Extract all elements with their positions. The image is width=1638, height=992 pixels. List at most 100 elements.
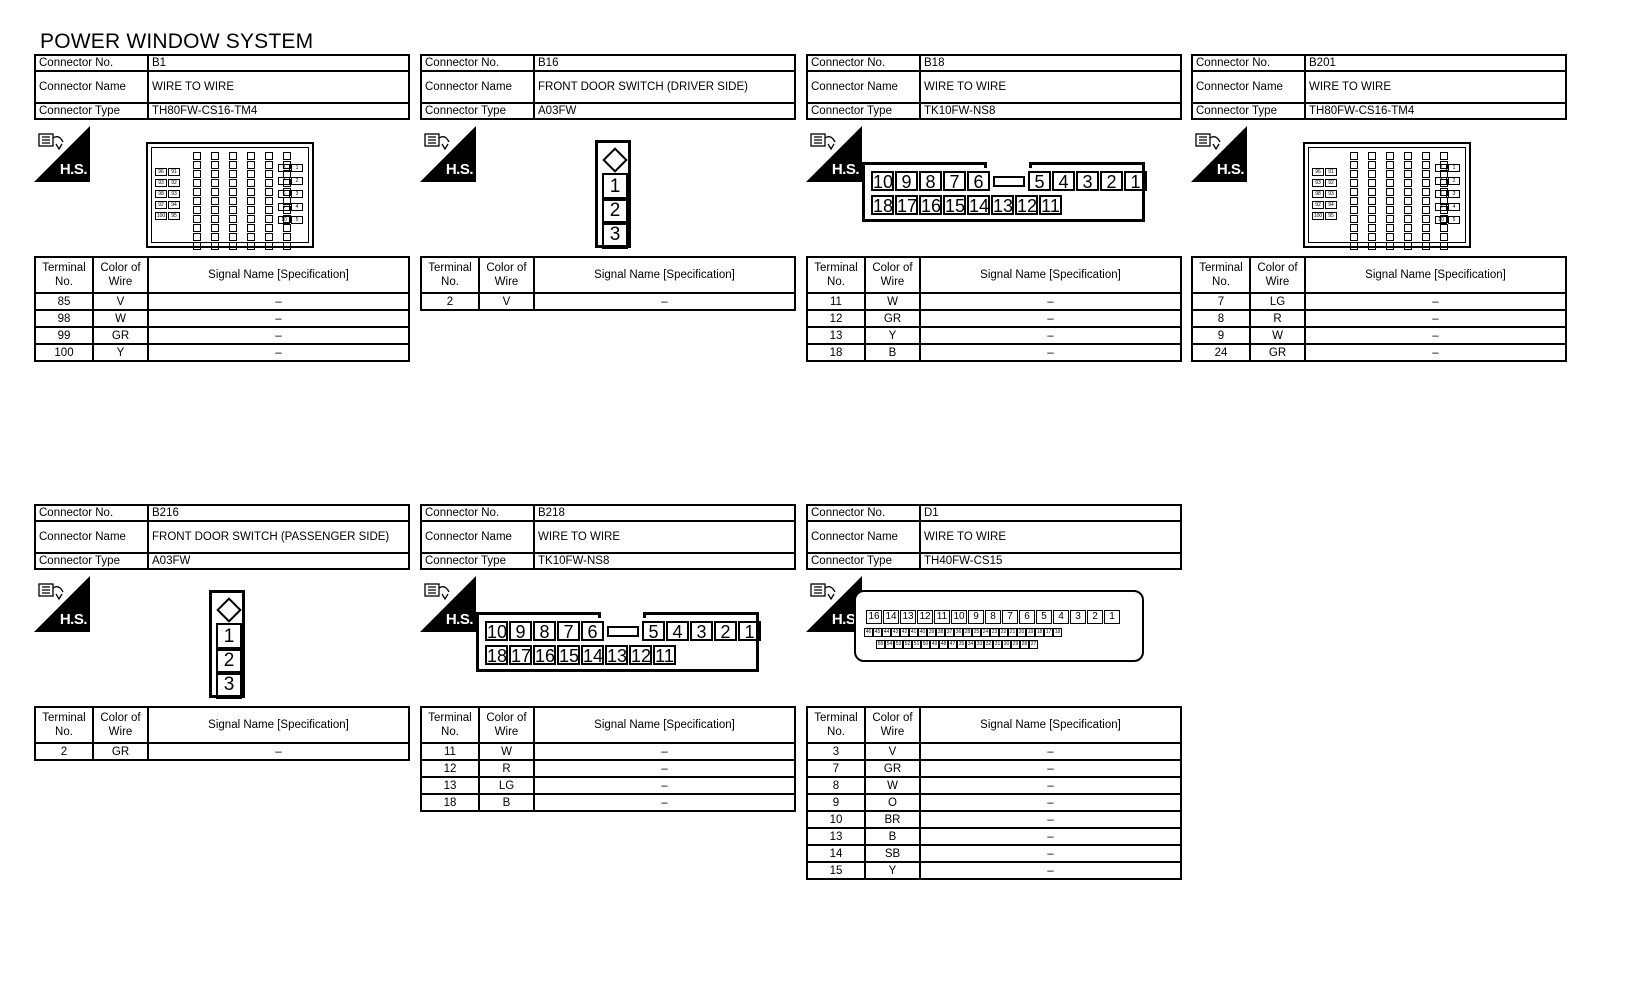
wire-color-cell: GR [864, 759, 921, 778]
pin-cell: 7 [278, 177, 290, 185]
terminal-no-header: Terminal No. [806, 256, 866, 294]
pin-cell: 5 [1036, 610, 1052, 624]
terminal-no-cell: 12 [806, 309, 866, 328]
pin-cell: 10 [485, 621, 508, 642]
signal-name-cell: – [533, 793, 796, 812]
connector-type-value: TH40FW-CS15 [919, 552, 1182, 570]
pin-cell: 4 [291, 203, 303, 211]
pin-cell: 27 [1029, 640, 1038, 649]
signal-name-cell: – [1304, 309, 1567, 328]
harness-side-icon: H.S. [806, 126, 862, 182]
signal-name-header: Signal Name [Specification] [533, 256, 796, 294]
pin-cell: 41 [909, 628, 918, 637]
pin-cell: 7 [943, 171, 966, 191]
key-diamond-icon [216, 597, 242, 623]
terminal-no-cell: 9 [1191, 326, 1251, 345]
terminal-table: Terminal No. Color of Wire Signal Name [… [34, 706, 410, 761]
connector-type-label: Connector Type [420, 552, 535, 570]
pin-cell: 9 [278, 203, 290, 211]
terminal-no-header: Terminal No. [806, 706, 866, 744]
terminal-no-cell: 10 [806, 810, 866, 829]
connector-type-label: Connector Type [34, 552, 149, 570]
connector-name-label: Connector Name [806, 520, 921, 554]
pin-cell: 98 [1312, 190, 1324, 198]
signal-name-cell: – [919, 793, 1182, 812]
pin-cell: 1 [738, 621, 761, 641]
table-row: 12 R – [420, 759, 796, 778]
pin-cell: 2 [602, 197, 628, 225]
connector-no-value: D1 [919, 504, 1182, 522]
signal-name-header: Signal Name [Specification] [147, 706, 410, 744]
pin-cell: 2 [1448, 177, 1460, 185]
wire-color-cell: LG [478, 776, 535, 795]
harness-side-icon: H.S. [1191, 126, 1247, 182]
pin-cell: 96 [155, 168, 167, 176]
connector-type-label: Connector Type [420, 102, 535, 120]
latch-slot [605, 621, 641, 641]
terminal-no-cell: 18 [806, 343, 866, 362]
pin-cell: 44 [882, 628, 891, 637]
pin-cell: 9 [895, 171, 918, 191]
pin-cell: 95 [1325, 212, 1337, 220]
wire-color-cell: W [92, 309, 149, 328]
pin-cell: 3 [1448, 190, 1460, 198]
wire-color-cell: V [478, 292, 535, 311]
pin-cell: 13 [605, 645, 628, 666]
pin-cell: 12 [917, 610, 933, 624]
pin-cell: 3 [1070, 610, 1086, 624]
pin-cell: 45 [873, 628, 882, 637]
pin-cell: 42 [900, 628, 909, 637]
connector-name-value: WIRE TO WIRE [1304, 70, 1567, 104]
terminal-no-cell: 8 [806, 776, 866, 795]
pin-cell: 2 [714, 621, 737, 641]
pin-cell: 40 [918, 628, 927, 637]
wire-color-cell: GR [864, 309, 921, 328]
terminal-table: Terminal No. Color of Wire Signal Name [… [806, 256, 1182, 362]
pin-cell: 3 [1076, 171, 1099, 191]
pin-cell: 12 [1015, 195, 1038, 216]
table-row: 7 GR – [806, 759, 1182, 778]
pin-cell: 9 [968, 610, 984, 624]
terminal-no-cell: 3 [806, 742, 866, 761]
pin-cell: 2 [1100, 171, 1123, 191]
pin-cell: 53 [894, 640, 903, 649]
connector-type-label: Connector Type [34, 102, 149, 120]
pin-cell: 5 [291, 216, 303, 224]
pin-cell: 46 [864, 628, 873, 637]
signal-name-cell: – [1304, 292, 1567, 311]
signal-name-header: Signal Name [Specification] [919, 706, 1182, 744]
pin-cell: 17 [1044, 628, 1053, 637]
terminal-table: Terminal No. Color of Wire Signal Name [… [1191, 256, 1567, 362]
wire-color-cell: Y [864, 326, 921, 345]
color-of-wire-header: Color of Wire [1249, 256, 1306, 294]
connector-name-label: Connector Name [420, 70, 535, 104]
pin-cell: 91 [168, 168, 180, 176]
signal-name-cell: – [147, 326, 410, 345]
pin-cell: 92 [1312, 201, 1324, 209]
table-row: 2 GR – [34, 742, 410, 761]
connector-no-value: B216 [147, 504, 410, 522]
signal-name-cell: – [919, 810, 1182, 829]
pin-cell: 5 [1448, 216, 1460, 224]
signal-name-cell: – [147, 742, 410, 761]
pin-cell: 14 [883, 610, 899, 624]
terminal-no-cell: 98 [34, 309, 94, 328]
table-row: 11 W – [806, 292, 1182, 311]
signal-name-cell: – [919, 776, 1182, 795]
signal-name-cell: – [533, 776, 796, 795]
wire-color-cell: Y [92, 343, 149, 362]
table-row: 13 B – [806, 827, 1182, 846]
pin-cell: 3 [690, 621, 713, 641]
pin-cell: 29 [1011, 640, 1020, 649]
table-row: 13 LG – [420, 776, 796, 795]
